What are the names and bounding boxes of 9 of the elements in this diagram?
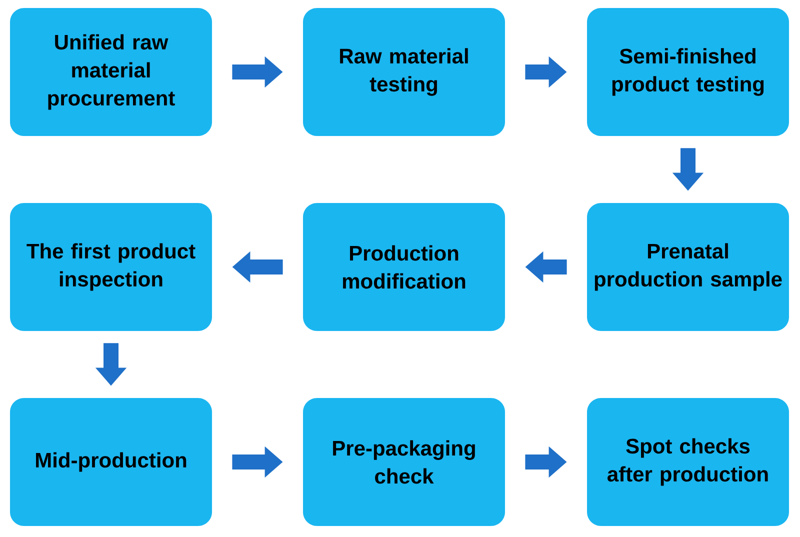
process-box: Semi-finished product testing xyxy=(587,8,789,136)
process-box: Raw material testing xyxy=(303,8,505,136)
process-box: Mid-production xyxy=(10,398,212,526)
process-box: Prenatal production sample xyxy=(587,203,789,331)
process-box: The first product inspection xyxy=(10,203,212,331)
process-box: Spot checks after production xyxy=(587,398,789,526)
process-box: Production modification xyxy=(303,203,505,331)
process-box: Pre-packaging check xyxy=(303,398,505,526)
process-box: Unified raw material procurement xyxy=(10,8,212,136)
